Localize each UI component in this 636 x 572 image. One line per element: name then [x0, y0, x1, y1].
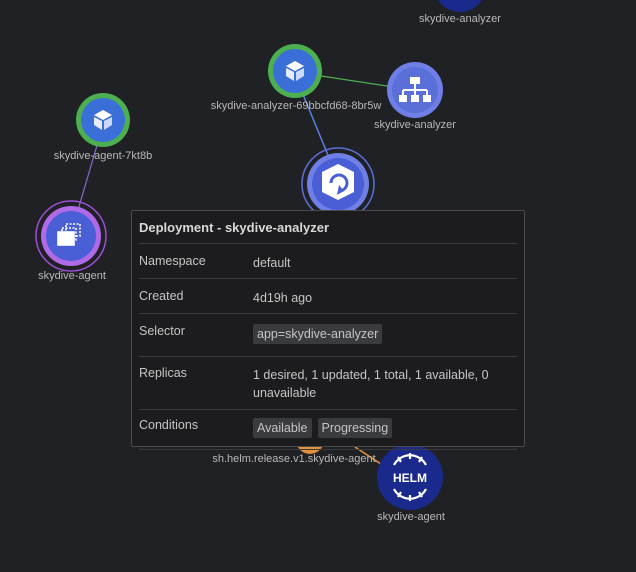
tooltip-title: Deployment - skydive-analyzer [139, 219, 517, 244]
tooltip-row-created: Created 4d19h ago [139, 279, 517, 314]
analyzer-service-node[interactable] [387, 62, 443, 118]
analyzer-top-node[interactable] [434, 0, 486, 12]
node-label: skydive-agent [377, 511, 445, 523]
agent-pod-node[interactable] [76, 93, 130, 147]
node-label: skydive-analyzer [419, 13, 501, 25]
condition-tag: Progressing [317, 418, 393, 438]
tooltip-value: default [253, 256, 291, 270]
condition-tag: Available [253, 418, 312, 438]
tooltip-value: 1 desired, 1 updated, 1 total, 1 availab… [253, 368, 489, 400]
tooltip-row-replicas: Replicas 1 desired, 1 updated, 1 total, … [139, 357, 517, 410]
tooltip-key: Created [139, 289, 184, 303]
refresh-icon [322, 164, 354, 200]
edge-analyzer-pod-to-deployment [301, 91, 331, 161]
edge-analyzer-pod-to-service [307, 73, 401, 89]
node-tooltip: Deployment - skydive-analyzer Namespace … [131, 210, 525, 450]
tooltip-row-selector: Selector app=skydive-analyzer [139, 314, 517, 357]
network-tree-icon [399, 77, 431, 102]
tooltip-value: app=skydive-analyzer [253, 324, 517, 356]
edge-agent-pod-to-daemonset [77, 141, 99, 211]
node-label: skydive-agent [38, 270, 106, 282]
cube-icon [286, 61, 304, 81]
node-label: skydive-analyzer-69bbcfd68-8br5w [210, 100, 382, 112]
tooltip-value: 4d19h ago [253, 291, 313, 305]
tooltip-key: Replicas [139, 366, 187, 380]
agent-daemonset-node[interactable] [35, 200, 107, 272]
edge-helm-secret-to-release [354, 446, 385, 467]
tooltip-key: Namespace [139, 254, 206, 268]
helm-wheel-icon [393, 453, 427, 501]
node-label: skydive-analyzer [374, 119, 456, 131]
selector-tag: app=skydive-analyzer [253, 324, 383, 344]
analyzer-deployment-node[interactable] [301, 147, 375, 221]
node-label: skydive-agent-7kt8b [53, 150, 153, 162]
analyzer-pod-node[interactable] [268, 44, 322, 98]
cube-icon [94, 110, 112, 130]
daemonset-icon [57, 223, 81, 246]
helm-icon-text: HELM [393, 471, 427, 485]
helm-release-node[interactable]: HELM [377, 444, 443, 510]
tooltip-row-namespace: Namespace default [139, 244, 517, 279]
node-label: sh.helm.release.v1.skydive-agent [212, 453, 376, 465]
tooltip-key: Selector [139, 324, 185, 338]
tooltip-key: Conditions [139, 418, 199, 432]
